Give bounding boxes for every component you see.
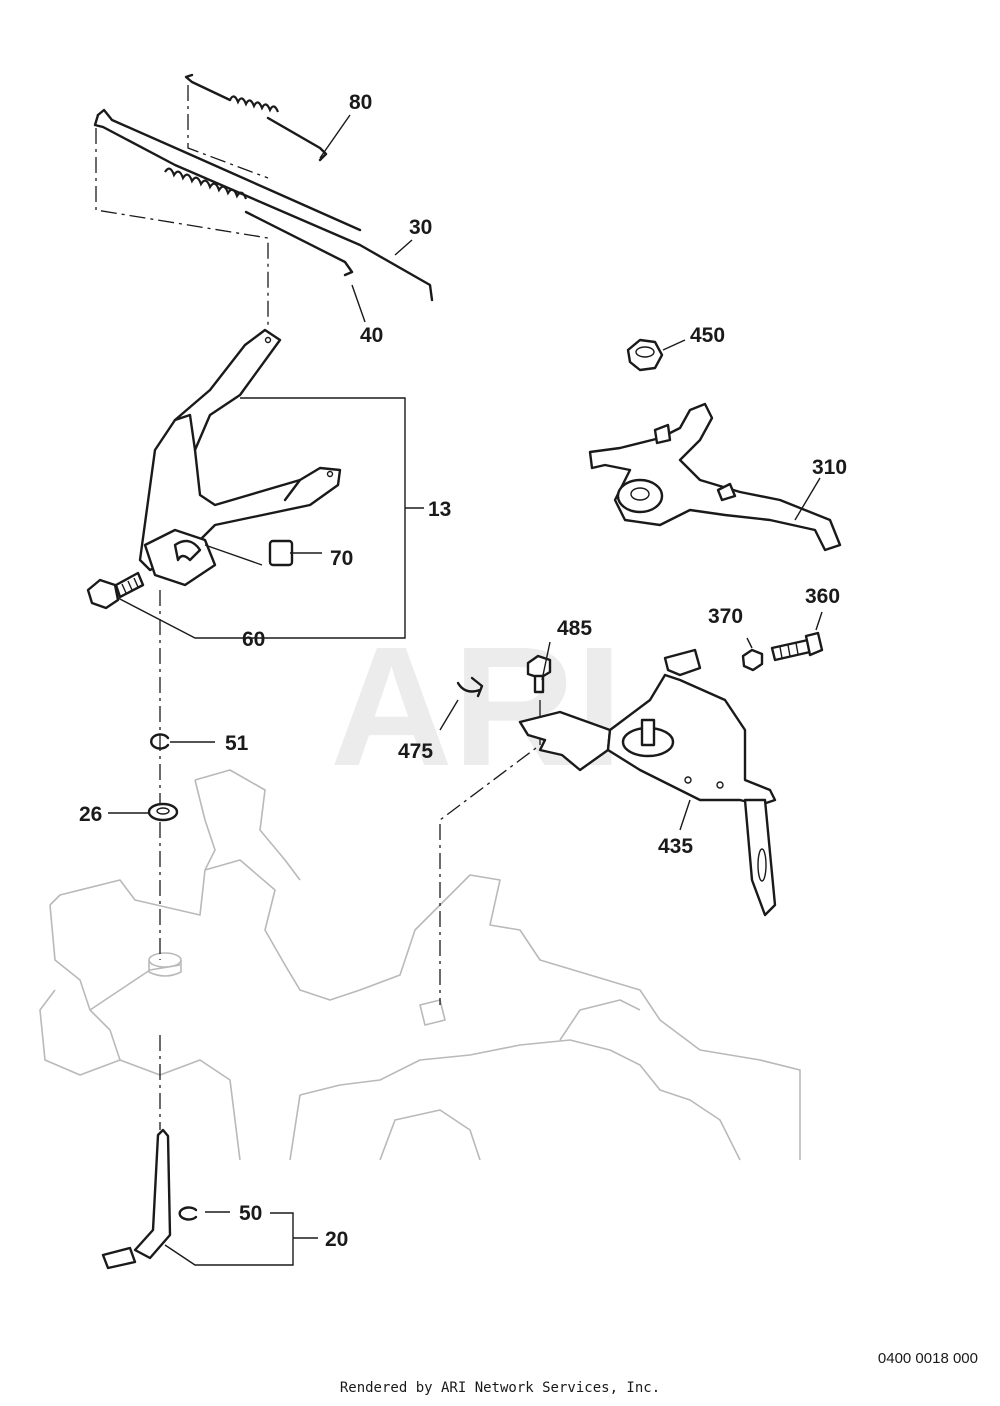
bolt-60 [86, 571, 145, 610]
watermark: ARI [330, 612, 623, 802]
callout-485: 485 [557, 617, 592, 640]
callout-30: 30 [409, 216, 432, 239]
callout-80: 80 [349, 91, 372, 114]
diagram-code: 0400 0018 000 [877, 1350, 978, 1367]
callout-435: 435 [658, 835, 693, 858]
leader-lines [108, 114, 823, 1266]
callout-310: 310 [812, 456, 847, 479]
alignment-lines [95, 85, 541, 1130]
control-bracket-435 [518, 648, 777, 917]
nut-370 [741, 648, 764, 672]
callout-360: 360 [805, 585, 840, 608]
callout-70: 70 [330, 547, 353, 570]
callout-26: 26 [79, 803, 102, 826]
e-clip-51 [150, 733, 170, 750]
e-clip-50 [178, 1206, 198, 1221]
callout-40: 40 [360, 324, 383, 347]
nut-450 [626, 338, 664, 372]
callout-20: 20 [325, 1228, 348, 1251]
callout-450: 450 [690, 324, 725, 347]
square-nut-70 [268, 539, 294, 567]
callout-50: 50 [239, 1202, 262, 1225]
symbol-475 [456, 676, 484, 698]
washer-26 [147, 802, 179, 822]
screw-360 [770, 631, 824, 662]
throttle-lever-310 [588, 402, 842, 552]
governor-shaft-20 [101, 1128, 172, 1270]
engine-outline [39, 769, 801, 1161]
callout-51: 51 [225, 732, 249, 755]
spring-40 [164, 167, 354, 277]
callout-60: 60 [242, 628, 265, 651]
spring-80 [184, 73, 328, 162]
callout-370: 370 [708, 605, 743, 628]
callout-13: 13 [428, 498, 451, 521]
callout-475: 475 [398, 740, 433, 763]
callouts: 80 30 40 450 310 13 70 60 485 370 360 47… [79, 91, 847, 1251]
footer-credit: Rendered by ARI Network Services, Inc. [339, 1380, 661, 1396]
bolt-485 [526, 654, 552, 694]
governor-rod-30 [93, 108, 434, 302]
governor-lever-13 [138, 328, 342, 587]
